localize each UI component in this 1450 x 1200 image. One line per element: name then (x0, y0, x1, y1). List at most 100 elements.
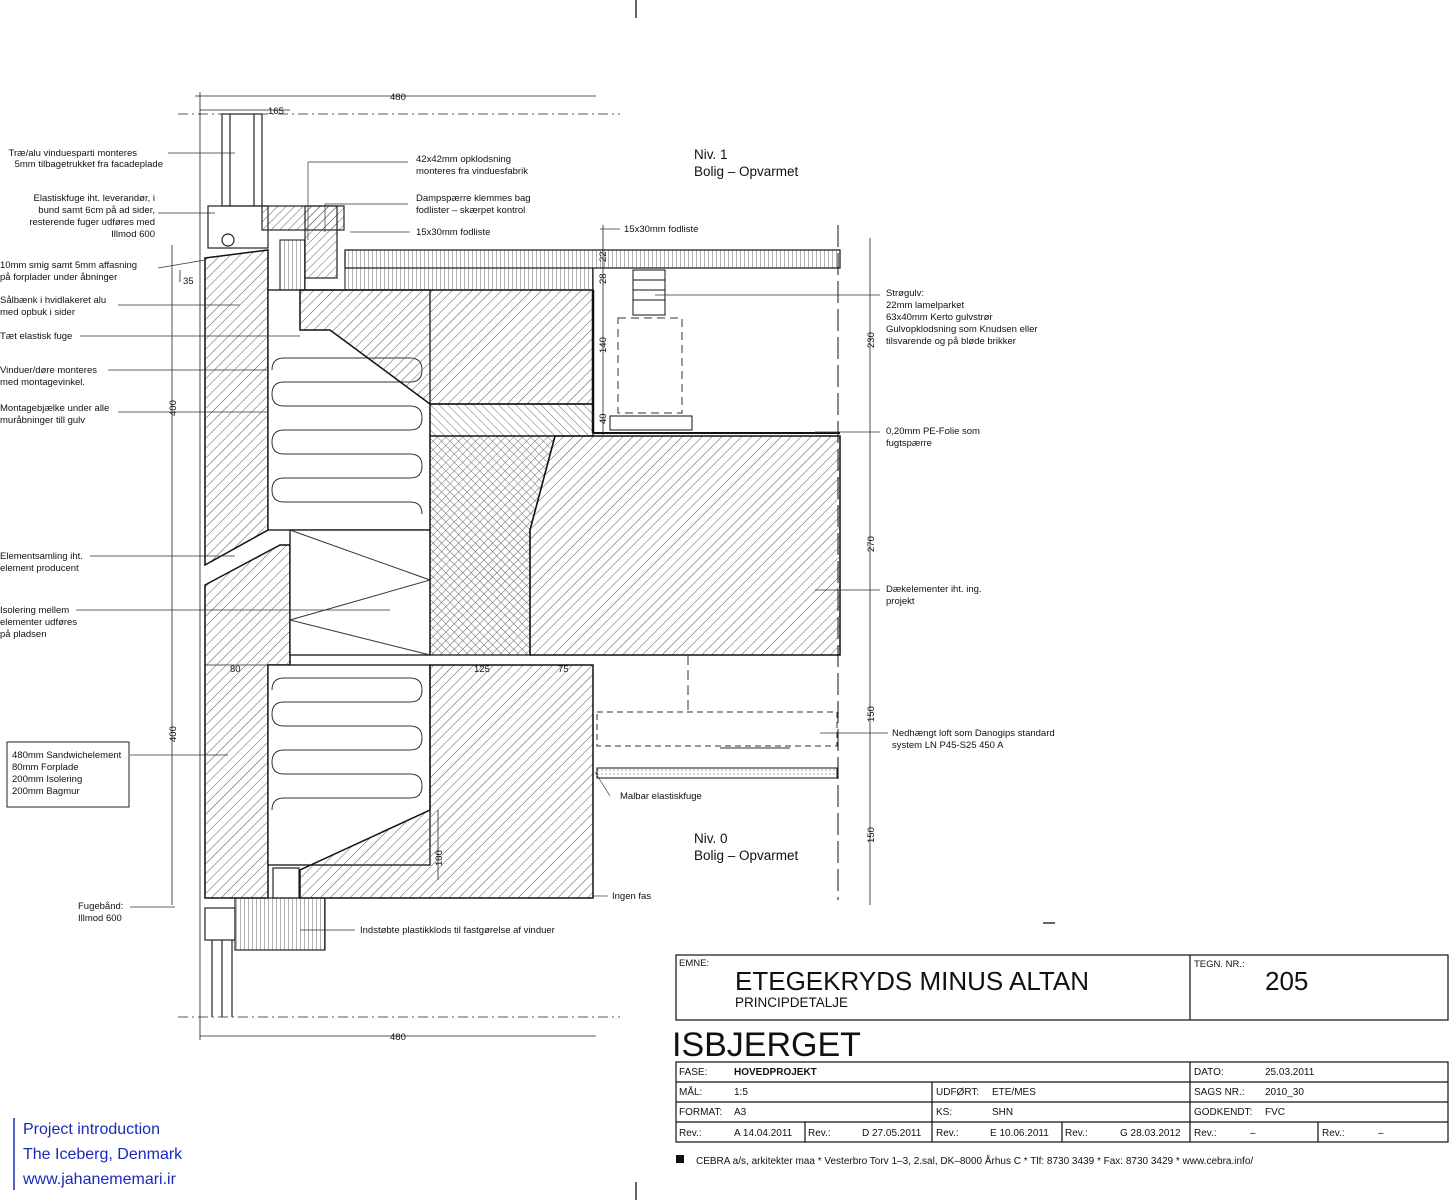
rev-label-2: Rev.: (808, 1128, 831, 1139)
lbl-l18: elementer udføres (0, 617, 77, 628)
lbl-m0: 42x42mm opklodsning (416, 154, 511, 165)
format-value: A3 (734, 1107, 747, 1118)
format-label: FORMAT: (679, 1107, 722, 1118)
lbl-l24: Fugebånd: (78, 901, 123, 912)
dim-270: 270 (866, 536, 877, 552)
lbl-r2: 63x40mm Kerto gulvstrør (886, 312, 993, 323)
dim-top-sub: 165 (268, 106, 284, 117)
lbl-l8: Sålbænk i hvidlakeret alu (0, 295, 106, 306)
lbl-r6: fugtspærre (886, 438, 932, 449)
rev-dash-1: – (1250, 1128, 1256, 1139)
udfoert-label: UDFØRT: (936, 1087, 979, 1098)
lbl-l25: Illmod 600 (78, 913, 122, 924)
lbl-l19: på pladsen (0, 629, 46, 640)
lbl-l16: element producent (0, 563, 79, 574)
dim-top: 480 (390, 92, 406, 103)
lbl-r1: 22mm lamelparket (886, 300, 964, 311)
rev-dash-2: – (1378, 1128, 1384, 1139)
rev-label-6: Rev.: (1322, 1128, 1345, 1139)
ks-value: SHN (992, 1107, 1013, 1118)
rev-g: G 28.03.2012 (1120, 1128, 1181, 1139)
lbl-l6: 10mm smig samt 5mm affasning (0, 260, 137, 271)
niv0-label: Niv. 0 (694, 831, 728, 846)
lbl-m7: Ingen fas (612, 891, 651, 902)
lbl-r5: 0,20mm PE-Folie som (886, 426, 980, 437)
niv1-label: Niv. 1 (694, 147, 728, 162)
niv1-sub: Bolig – Opvarmet (694, 164, 799, 179)
lbl-l12: med montagevinkel. (0, 377, 85, 388)
parquet (344, 249, 841, 269)
dato-value: 25.03.2011 (1265, 1067, 1315, 1078)
lbl-l21: 80mm Forplade (12, 762, 79, 773)
niv0-sub: Bolig – Opvarmet (694, 848, 799, 863)
udfoert-value: ETE/MES (992, 1087, 1036, 1098)
lbl-l0: Træ/alu vinduesparti monteres (9, 148, 138, 159)
lbl-l10: Tæt elastisk fuge (0, 331, 72, 342)
lbl-m3: fodlister – skærpet kontrol (416, 205, 525, 216)
lbl-m1: monteres fra vinduesfabrik (416, 166, 528, 177)
rev-label-5: Rev.: (1194, 1128, 1217, 1139)
lbl-l7: på forplader under åbninger (0, 272, 117, 283)
lbl-l9: med opbuk i sider (0, 307, 75, 318)
rev-d: D 27.05.2011 (862, 1128, 922, 1139)
lbl-l20: 480mm Sandwichelement (12, 750, 122, 761)
lbl-l2: Elastiskfuge iht. leverandør, i (34, 193, 155, 204)
lbl-r0: Strøgulv: (886, 288, 924, 299)
project-name: ISBJERGET (672, 1026, 861, 1064)
lbl-l14: muråbninger till gulv (0, 415, 85, 426)
dim-40: 40 (598, 413, 609, 424)
sags-value: 2010_30 (1265, 1087, 1304, 1098)
maal-label: MÅL: (679, 1085, 702, 1098)
lbl-m5: 15x30mm fodliste (624, 224, 698, 235)
fase-value: HOVEDPROJEKT (734, 1067, 817, 1078)
lbl-l3: bund samt 6cm på ad sider, (38, 205, 155, 216)
fase-label: FASE: (679, 1067, 707, 1078)
dato-label: DATO: (1194, 1067, 1224, 1078)
dim-left-upper: 400 (168, 400, 179, 416)
lbl-m6: Malbar elastiskfuge (620, 791, 702, 802)
lbl-r10: system LN P45-S25 450 A (892, 740, 1004, 751)
lbl-l5: Illmod 600 (111, 229, 155, 240)
dim-bottom: 480 (390, 1032, 406, 1043)
drawing-title: ETEGEKRYDS MINUS ALTAN (735, 966, 1089, 996)
emne-label: EMNE: (679, 958, 709, 969)
title-block (675, 954, 1449, 1143)
lbl-r8: projekt (886, 596, 915, 607)
lbl-m8: Indstøbte plastikklods til fastgørelse a… (360, 925, 555, 936)
dim-28: 28 (598, 273, 609, 284)
lbl-r4: tilsvarende og på bløde brikker (886, 336, 1016, 347)
ks-label: KS: (936, 1107, 952, 1118)
dim-left-lower: 400 (168, 726, 179, 742)
lbl-m4: 15x30mm fodliste (416, 227, 490, 238)
lbl-l13: Montagebjælke under alle (0, 403, 109, 414)
dim-150b: 150 (866, 827, 877, 843)
lower-window-frame (204, 867, 326, 1017)
watermark-line1: Project introduction (23, 1121, 160, 1138)
dim-230: 230 (866, 332, 877, 348)
sags-label: SAGS NR.: (1194, 1087, 1245, 1098)
godkendt-label: GODKENDT: (1194, 1107, 1252, 1118)
rev-label-1: Rev.: (679, 1128, 702, 1139)
watermark-line2: The Iceberg, Denmark (23, 1146, 183, 1163)
lbl-m2: Dampspærre klemmes bag (416, 193, 531, 204)
lbl-l1: 5mm tilbagetrukket fra facadeplade (15, 159, 163, 170)
drawing-subtitle: PRINCIPDETALJE (735, 995, 848, 1010)
maal-value: 1:5 (734, 1087, 748, 1098)
footer-address: CEBRA a/s, arkitekter maa * Vesterbro To… (696, 1154, 1253, 1167)
lbl-l17: Isolering mellem (0, 605, 69, 616)
lbl-l11: Vinduer/døre monteres (0, 365, 97, 376)
lbl-l4: resterende fuger udføres med (29, 217, 155, 228)
lbl-l22: 200mm Isolering (12, 774, 82, 785)
rev-label-3: Rev.: (936, 1128, 959, 1139)
tegn-label: TEGN. NR.: (1194, 959, 1245, 970)
lbl-l23: 200mm Bagmur (12, 786, 80, 797)
lbl-l15: Elementsamling iht. (0, 551, 83, 562)
dim-140: 140 (598, 337, 609, 353)
lbl-r3: Gulvopklodsning som Knudsen eller (886, 324, 1038, 335)
dim-35: 35 (183, 276, 194, 287)
lbl-r7: Dækelementer iht. ing. (886, 584, 982, 595)
godkendt-value: FVC (1265, 1107, 1285, 1118)
lbl-r9: Nedhængt loft som Danogips standard (892, 728, 1055, 739)
rev-a: A 14.04.2011 (734, 1128, 793, 1139)
